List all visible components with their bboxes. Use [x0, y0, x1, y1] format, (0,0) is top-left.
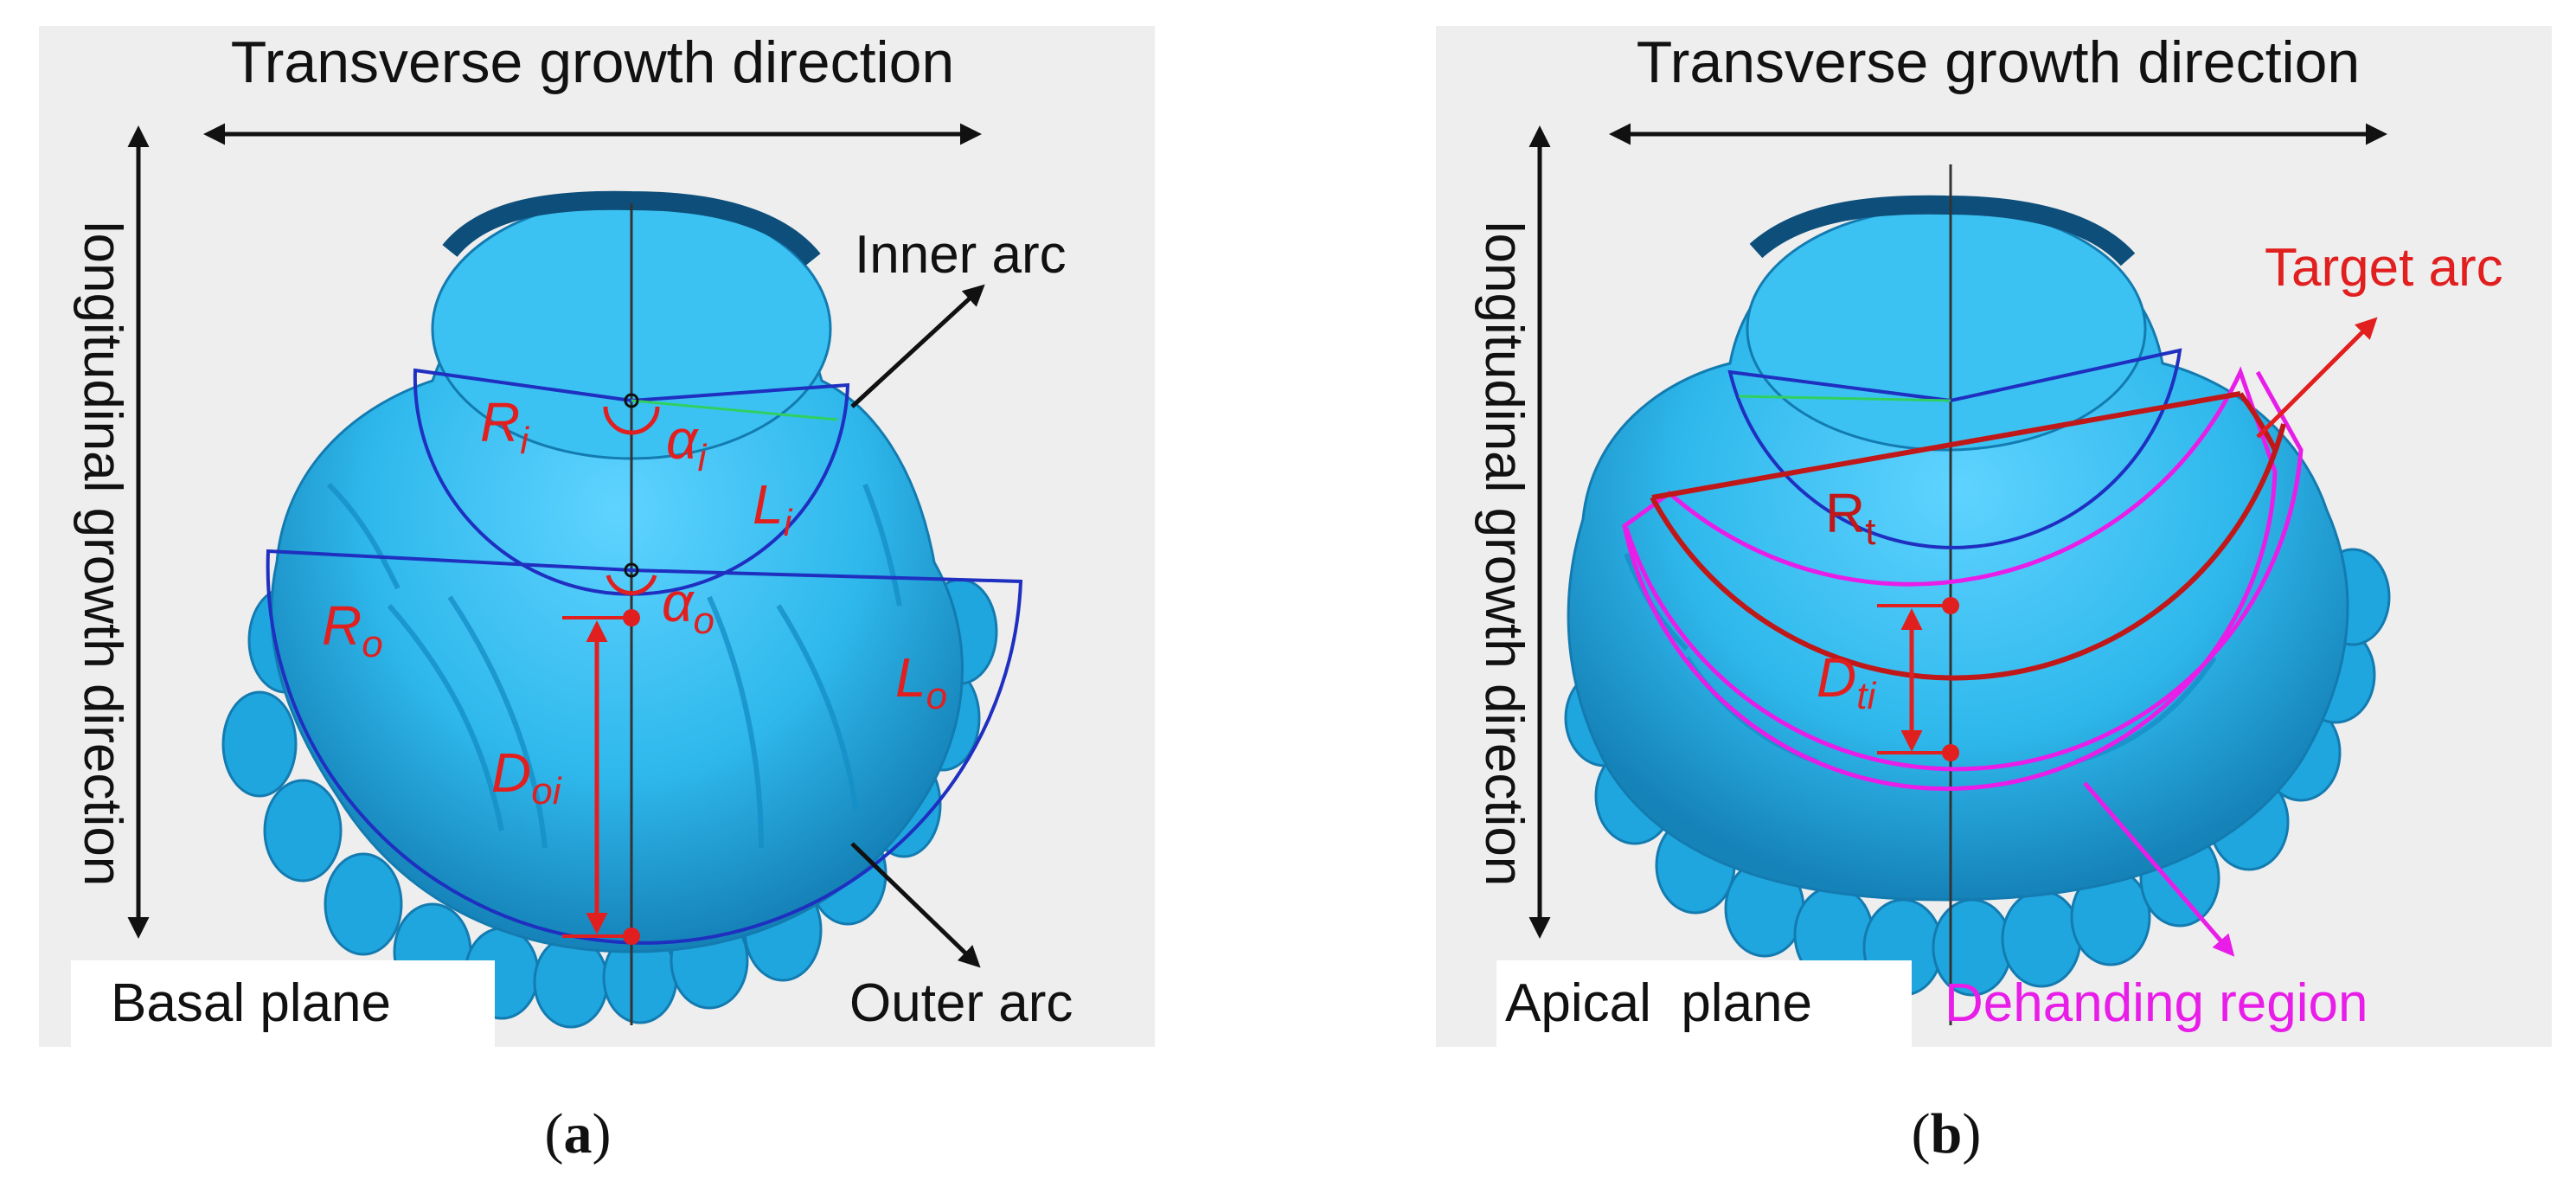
target-arc-pointer [2256, 317, 2378, 439]
alpha-o-label: αo [662, 571, 714, 642]
plane-label-a: Basal plane [111, 973, 391, 1033]
outer-arc-pointer [850, 842, 981, 968]
inner-arc-label: Inner arc [855, 225, 1067, 285]
side-label-b: longitudinal growth direction [1474, 221, 1534, 887]
dehanding-label: Dehanding region [1945, 973, 2368, 1033]
l-o-label: Lo [895, 646, 947, 717]
caption-b: (b) [1912, 1102, 1982, 1165]
target-arc [1650, 423, 2286, 681]
d-oi-label: Doi [491, 741, 562, 812]
dehanding-region [1622, 366, 2278, 792]
r-t-line [1651, 391, 2241, 500]
inner-arc-pointer [850, 284, 985, 408]
dehanding-pointer [2083, 781, 2235, 957]
outer-sector [266, 549, 1023, 945]
l-i-label: Li [753, 473, 793, 544]
banana-bunch-apical [1564, 195, 2391, 997]
caption-a: (a) [545, 1102, 612, 1165]
plane-label-b: Apical plane [1505, 973, 1812, 1033]
alpha-i-label: αi [666, 408, 708, 479]
r-t-label: Rt [1825, 482, 1875, 553]
panel-b: Transverse growth direction longitudinal… [1436, 26, 2552, 1165]
target-arc-label: Target arc [2265, 238, 2503, 298]
side-label-a: longitudinal growth direction [73, 221, 132, 887]
outer-arc-label: Outer arc [849, 973, 1073, 1033]
top-label-b: Transverse growth direction [1637, 29, 2361, 95]
r-o-label: Ro [322, 594, 383, 665]
panel-a: Transverse growth direction longitudinal… [39, 26, 1155, 1165]
d-ti-label: Dti [1817, 646, 1876, 717]
r-i-label: Ri [480, 391, 529, 462]
top-label-a: Transverse growth direction [231, 29, 955, 95]
inner-sector-b [1727, 348, 2182, 549]
